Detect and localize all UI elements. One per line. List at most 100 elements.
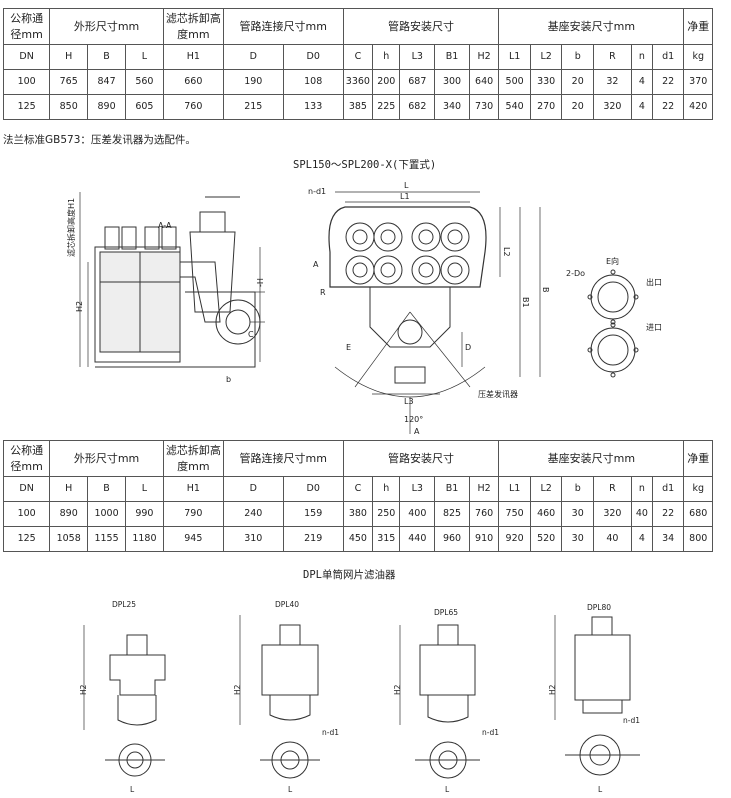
label-nd1: n-d1 — [322, 728, 339, 737]
header-outer-dims: 外形尺寸mm — [49, 8, 164, 45]
table-cell: 340 — [434, 94, 470, 120]
sub-header: L3 — [399, 476, 436, 502]
table-cell: 760 — [468, 501, 500, 527]
table-cell: 30 — [561, 501, 594, 527]
label-c: C — [248, 330, 254, 339]
table-cell: 32 — [592, 69, 632, 95]
table-cell: 460 — [529, 501, 563, 527]
label-h2: H2 — [393, 684, 402, 695]
sub-header: B — [87, 476, 126, 502]
label-d: D — [465, 343, 471, 352]
table-cell: 4 — [630, 69, 653, 95]
table-cell: 40 — [592, 526, 632, 552]
sub-header: b — [561, 476, 594, 502]
table-cell: 450 — [342, 526, 374, 552]
table-cell: 250 — [372, 501, 401, 527]
dpl25-view — [83, 625, 166, 777]
sub-header: L2 — [529, 44, 563, 70]
header-pipe-dims: 管路连接尺寸mm — [222, 8, 344, 45]
table-cell: 20 — [561, 69, 594, 95]
label-l: L — [288, 785, 293, 794]
header-net-weight: 净重 — [683, 440, 713, 477]
spl-flange-views — [587, 269, 639, 378]
table-cell: 945 — [162, 526, 224, 552]
sub-header: D0 — [282, 476, 344, 502]
table-cell: 825 — [434, 501, 470, 527]
table-cell: 315 — [372, 526, 401, 552]
table-cell: 990 — [124, 501, 164, 527]
table-cell: 682 — [399, 94, 436, 120]
sub-header: h — [372, 476, 401, 502]
sub-header: DN — [2, 44, 51, 70]
table-cell: 605 — [124, 94, 164, 120]
sub-header: D — [222, 476, 284, 502]
label-dpl25: DPL25 — [112, 600, 136, 609]
table-row: 100 765 847 560 660 190 108 3360 200 687… — [2, 69, 713, 95]
sub-header: n — [630, 44, 653, 70]
table-cell: 100 — [2, 501, 51, 527]
table-cell: 910 — [468, 526, 500, 552]
sub-header: D0 — [282, 44, 344, 70]
table-cell: 30 — [561, 526, 594, 552]
table-cell: 765 — [49, 69, 89, 95]
sub-header-row: DN H B L H1 D D0 C h L3 B1 H2 L1 L2 b R … — [2, 476, 713, 502]
table-cell: 890 — [87, 94, 126, 120]
label-l: L — [598, 785, 603, 794]
table-cell: 760 — [162, 94, 224, 120]
table-cell: 640 — [468, 69, 500, 95]
spl-top-view — [328, 191, 541, 434]
table-cell: 400 — [399, 501, 436, 527]
label-minus-h: -H — [256, 278, 265, 287]
sub-header: L — [124, 476, 164, 502]
sub-header: D — [222, 44, 284, 70]
label-e-view: E向 — [606, 256, 619, 266]
sub-header: h — [372, 44, 401, 70]
sub-header: kg — [683, 476, 713, 502]
table-cell: 687 — [399, 69, 436, 95]
sub-header: H — [49, 44, 89, 70]
label-r: R — [320, 288, 326, 297]
spec-table-1: 公称通径mm 外形尺寸mm 滤芯拆卸高度mm 管路连接尺寸mm 管路安装尺寸 基… — [2, 8, 713, 120]
table-cell: 847 — [87, 69, 126, 95]
label-b: b — [226, 375, 231, 384]
label-dpl80: DPL80 — [587, 603, 611, 612]
table-cell: 3360 — [342, 69, 374, 95]
header-element-removal: 滤芯拆卸高度mm — [162, 8, 224, 45]
sub-header: L1 — [498, 476, 531, 502]
label-l: L — [130, 785, 135, 794]
label-a-bottom: A — [414, 427, 420, 436]
label-l: L — [404, 181, 409, 190]
table-cell: 34 — [651, 526, 685, 552]
sub-header: b — [561, 44, 594, 70]
sub-header: H2 — [468, 476, 500, 502]
spl-side-view — [79, 192, 265, 368]
label-nd1: n-d1 — [623, 716, 640, 725]
table-cell: 22 — [651, 94, 685, 120]
label-a: A — [313, 260, 319, 269]
table-cell: 22 — [651, 501, 685, 527]
dpl65-view — [399, 624, 480, 779]
sub-header: R — [592, 476, 632, 502]
label-nd1: n-d1 — [308, 187, 326, 196]
sub-header: C — [342, 44, 374, 70]
label-side-height: 滤芯拆卸高度H1 — [66, 198, 76, 257]
sub-header: H1 — [162, 476, 224, 502]
header-nominal-dia: 公称通径mm — [2, 8, 51, 45]
header-outer-dims: 外形尺寸mm — [49, 440, 164, 477]
sub-header-row: DN H B L H1 D D0 C h L3 B1 H2 L1 L2 b R … — [2, 44, 713, 70]
table-cell: 1058 — [49, 526, 89, 552]
label-h2: H2 — [548, 684, 557, 695]
label-l3: L3 — [404, 397, 414, 406]
sub-header: DN — [2, 476, 51, 502]
label-l2: L2 — [502, 247, 511, 257]
table-cell: 215 — [222, 94, 284, 120]
header-pipe-dims: 管路连接尺寸mm — [222, 440, 344, 477]
header-nominal-dia: 公称通径mm — [2, 440, 51, 477]
table-row: 125 850 890 605 760 215 133 385 225 682 … — [2, 94, 713, 120]
sub-header: H2 — [468, 44, 500, 70]
header-mount-dims: 管路安装尺寸 — [342, 8, 500, 45]
sub-header: L — [124, 44, 164, 70]
table-cell: 240 — [222, 501, 284, 527]
sub-header: H1 — [162, 44, 224, 70]
sub-header: R — [592, 44, 632, 70]
